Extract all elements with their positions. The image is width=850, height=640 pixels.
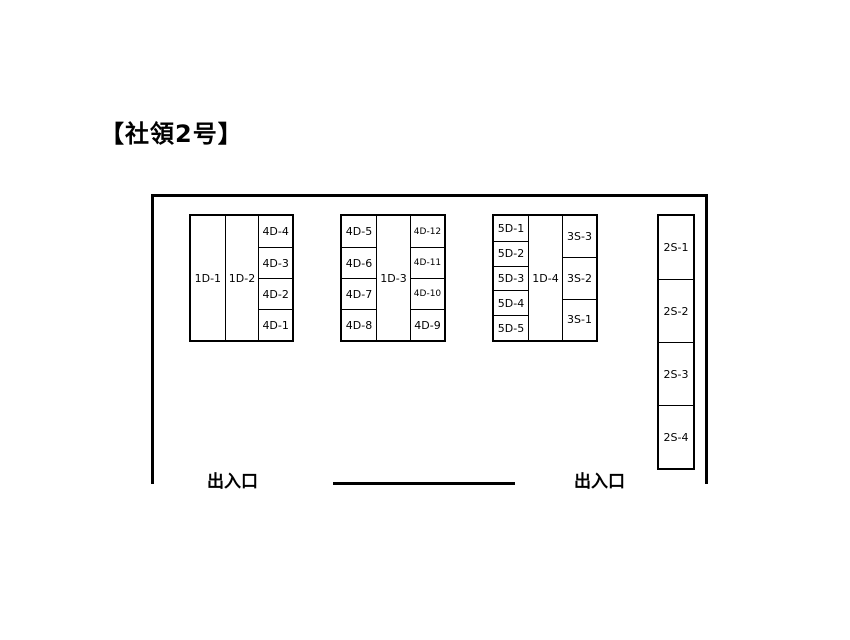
parking-space: 4D-10 — [410, 278, 444, 309]
parking-space: 1D-2 — [228, 271, 256, 285]
entrance-label-right: 出入口 — [574, 472, 625, 492]
parking-space: 4D-8 — [342, 309, 376, 340]
space-column: 1D-3 — [375, 216, 410, 340]
parking-space: 4D-5 — [345, 225, 373, 238]
entrance-gate-line — [333, 482, 515, 485]
parking-space: 3S-3 — [567, 230, 592, 244]
parking-space: 2S-4 — [659, 405, 693, 468]
lot-wall-top — [151, 194, 708, 197]
parking-space: 4D-9 — [410, 309, 444, 340]
parking-space: 4D-7 — [342, 278, 376, 309]
parking-space: 5D-2 — [494, 240, 528, 266]
space-column: 1D-1 — [191, 216, 225, 340]
parking-space: 4D-4 — [262, 225, 289, 238]
parking-space: 4D-3 — [259, 247, 292, 278]
parking-space: 5D-5 — [494, 315, 528, 340]
parking-space: 4D-6 — [342, 247, 376, 278]
parking-space: 3S-1 — [562, 298, 596, 340]
parking-space: 5D-1 — [497, 221, 525, 235]
space-column: 1D-2 — [224, 216, 259, 340]
parking-space: 1D-4 — [532, 271, 559, 285]
parking-space: 5D-4 — [494, 290, 528, 315]
space-column: 1D-4 — [527, 216, 562, 340]
parking-space: 4D-12 — [413, 226, 442, 237]
parking-space: 4D-11 — [410, 247, 444, 278]
entrance-label-left: 出入口 — [207, 472, 258, 492]
lot-wall-left — [151, 194, 154, 484]
page-title: 【社領2号】 — [100, 120, 243, 148]
parking-space: 2S-3 — [659, 342, 693, 405]
parking-space: 5D-3 — [494, 265, 528, 291]
parking-space: 4D-2 — [259, 278, 292, 309]
parking-space: 3S-2 — [562, 257, 596, 298]
parking-space: 2S-1 — [663, 241, 689, 254]
lot-wall-right — [705, 194, 708, 484]
parking-space: 1D-1 — [194, 271, 222, 285]
parking-space: 4D-1 — [259, 309, 292, 340]
parking-space: 1D-3 — [380, 271, 407, 285]
parking-space: 2S-2 — [659, 279, 693, 342]
